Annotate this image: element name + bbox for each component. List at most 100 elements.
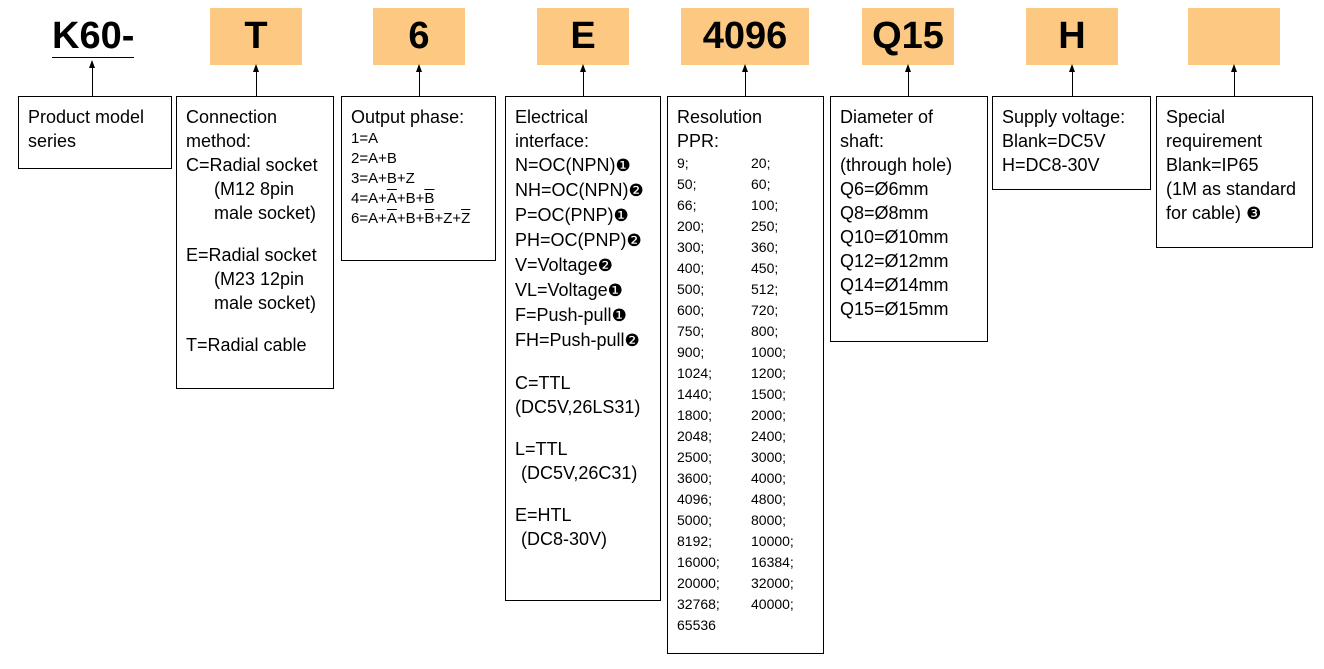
arrow-special [1231, 64, 1237, 72]
ppr-value: 4096; [677, 491, 713, 507]
ppr-value: 5000; [677, 512, 713, 528]
interface-text: N=OC(NPN) [515, 155, 616, 175]
resolution-box: Resolution PPR: 9;20;50;60;66;100;200;25… [667, 96, 824, 654]
ppr-value: 900; [677, 344, 705, 360]
ppr-value: 66; [677, 197, 697, 213]
interface-line: L=TTL [515, 439, 568, 459]
ppr-value [747, 615, 817, 636]
ppr-value: 2500; [677, 449, 713, 465]
ppr-value: 20; [751, 155, 771, 171]
ppr-value: 512; [751, 281, 779, 297]
ppr-value: 65536 [677, 617, 716, 633]
electrical-interface-box: Electrical interface: N=OC(NPN)❶ NH=OC(N… [505, 96, 661, 601]
ppr-value: 2048; [677, 428, 713, 444]
interface-line: NH=OC(NPN)❷ [515, 178, 652, 203]
special-line: Blank=IP65 [1166, 155, 1259, 175]
interface-code: E [537, 8, 629, 65]
ppr-value: 32768; [677, 596, 720, 612]
interface-line: V=Voltage❷ [515, 253, 652, 278]
voltage-code: H [1026, 8, 1118, 65]
connection-line: Connection [186, 107, 278, 127]
shaft-line: Q10=Ø10mm [840, 227, 949, 247]
output-phase-item: 6=A+A+B+B+Z+Z [351, 209, 487, 229]
phase-part-overline: Z [461, 210, 471, 227]
shaft-line: Q15=Ø15mm [840, 299, 949, 319]
ppr-value: 1800; [677, 407, 713, 423]
shaft-line: Q6=Ø6mm [840, 179, 929, 199]
ppr-value: 100; [751, 197, 779, 213]
ppr-value: 360; [751, 239, 779, 255]
phase-part-overline: B [424, 210, 435, 227]
phase-part: +Z+ [434, 210, 462, 227]
interface-text: VL=Voltage [515, 280, 608, 300]
ppr-value: 600; [677, 302, 705, 318]
product-model-box: Product model series [18, 96, 172, 169]
ppr-value: 10000; [751, 533, 794, 549]
shaft-diameter-box: Diameter of shaft: (through hole) Q6=Ø6m… [830, 96, 988, 342]
shaft-line: shaft: [840, 131, 885, 151]
ppr-value: 20000; [677, 575, 720, 591]
phase-part: +B+ [396, 190, 425, 207]
resolution-subtitle: PPR: [677, 131, 720, 151]
product-model-line: series [28, 131, 77, 151]
phase-code: 6 [373, 8, 465, 65]
shaft-line: (through hole) [840, 155, 953, 175]
ppr-value: 500; [677, 281, 705, 297]
special-line: for cable) ❸ [1166, 201, 1304, 226]
ppr-value: 32000; [751, 575, 794, 591]
interface-text: V=Voltage [515, 255, 598, 275]
output-phase-item: 3=A+B+Z [351, 170, 415, 187]
special-text: for cable) [1166, 203, 1242, 223]
output-phase-item: 4=A+A+B+B [351, 189, 487, 209]
ppr-value: 16000; [677, 554, 720, 570]
connector-series [92, 62, 93, 96]
phase-part: 4=A+ [351, 190, 387, 207]
ppr-value: 8000; [751, 512, 787, 528]
interface-line: P=OC(PNP)❶ [515, 203, 652, 228]
interface-text: FH=Push-pull [515, 330, 625, 350]
special-code [1188, 8, 1280, 65]
connection-line: male socket) [214, 203, 317, 223]
connection-line: method: [186, 131, 252, 151]
interface-text: P=OC(PNP) [515, 205, 614, 225]
ppr-value: 40000; [751, 596, 794, 612]
phase-part-overline: A [386, 210, 397, 227]
ppr-value: 9; [677, 155, 689, 171]
shaft-line: Q12=Ø12mm [840, 251, 949, 271]
interface-line: VL=Voltage❶ [515, 278, 652, 303]
connection-method-box: Connection method: C=Radial socket (M12 … [176, 96, 334, 389]
interface-line: (DC5V,26C31) [521, 463, 638, 483]
badge-2-icon: ❷ [626, 231, 642, 250]
arrow-series [89, 60, 95, 68]
ppr-value: 60; [751, 176, 771, 192]
supply-voltage-box: Supply voltage: Blank=DC5V H=DC8-30V [992, 96, 1151, 190]
ppr-value: 1000; [751, 344, 787, 360]
badge-1-icon: ❶ [607, 281, 623, 300]
ppr-value: 4800; [751, 491, 787, 507]
connection-line: male socket) [214, 293, 317, 313]
special-requirement-box: Special requirement Blank=IP65 (1M as st… [1156, 96, 1313, 248]
interface-line: C=TTL [515, 373, 571, 393]
ppr-value: 3000; [751, 449, 787, 465]
arrow-interface [580, 64, 586, 72]
voltage-line: Blank=DC5V [1002, 131, 1106, 151]
connector-special [1234, 66, 1235, 96]
connector-voltage [1072, 66, 1073, 96]
output-phase-item: 2=A+B [351, 150, 397, 167]
special-line: Special [1166, 107, 1226, 127]
ppr-value: 250; [751, 218, 779, 234]
ppr-value: 3600; [677, 470, 713, 486]
badge-2-icon: ❷ [597, 256, 613, 275]
connection-line: C=Radial socket [186, 155, 318, 175]
ppr-value: 750; [677, 323, 705, 339]
connection-line: (M23 12pin [214, 269, 305, 289]
phase-part-overline: B [424, 190, 435, 207]
interface-line: (DC8-30V) [521, 529, 608, 549]
special-line: requirement [1166, 131, 1263, 151]
badge-2-icon: ❷ [624, 331, 640, 350]
ppr-value: 800; [751, 323, 779, 339]
interface-line: interface: [515, 131, 590, 151]
voltage-line: Supply voltage: [1002, 107, 1126, 127]
interface-text: PH=OC(PNP) [515, 230, 627, 250]
ppr-value: 1200; [751, 365, 787, 381]
